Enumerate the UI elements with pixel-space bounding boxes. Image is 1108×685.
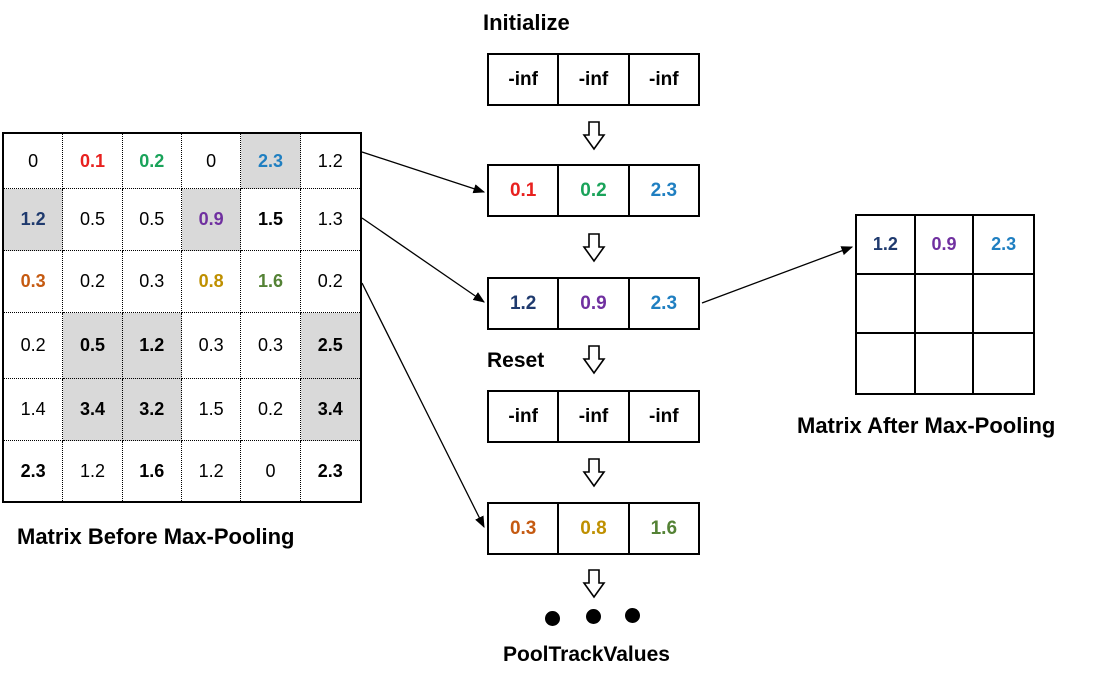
ellipsis-dot [545,611,560,626]
matrix-before-cell: 3.4 [63,379,123,441]
pool-track-cell: -inf [649,68,679,90]
matrix-before-cell: 0.5 [122,189,182,251]
matrix-before-cell: 1.5 [181,379,242,441]
arrow-row2-to-step2 [361,217,485,303]
pool-track-cell: 1.2 [489,279,560,328]
ellipsis-dot [586,609,601,624]
matrix-before-cell: 0.2 [122,134,182,189]
pool-track-cell: 0.9 [559,279,630,328]
matrix-before-cell: 2.3 [317,460,343,481]
matrix-after-label: Matrix After Max-Pooling [797,413,1056,438]
pool-track-cell: -inf [649,405,679,427]
matrix-before-cell: 1.2 [300,134,360,189]
matrix-before-cell: 0.8 [181,251,242,313]
pool-track-cell: -inf [489,55,560,104]
down-arrow-icon [582,569,606,599]
matrix-before-cell: 0.2 [241,379,301,441]
matrix-before-cell: 0.5 [63,313,123,379]
matrix-before-cell: 0.2 [63,251,123,313]
initialize-label: Initialize [483,10,570,35]
matrix-before-cell: 0.5 [63,189,123,251]
down-arrow-icon [582,345,606,375]
down-arrow-icon [582,233,606,263]
matrix-before-cell: 3.4 [300,379,360,441]
arrow-step2-to-result [701,246,854,304]
matrix-before-cell: 0 [4,134,64,189]
matrix-before-label: Matrix Before Max-Pooling [17,524,295,549]
pool-track-cell: 0.8 [559,504,630,553]
matrix-before-cell: 1.2 [122,313,182,379]
matrix-before-cell: 0.3 [181,313,242,379]
pool-track-cell: 2.3 [650,292,678,314]
matrix-before-cell: 0 [241,441,301,501]
pool-track-cell: -inf [489,392,560,441]
matrix-before-cell: 3.2 [122,379,182,441]
pool-track-cell: -inf [559,392,630,441]
matrix-before-cell: 1.4 [4,379,64,441]
matrix-before-cell: 1.6 [123,441,182,501]
pool-track-cell: 1.6 [650,517,678,539]
matrix-before-cell: 1.2 [4,189,64,251]
matrix-before-cell: 1.2 [63,441,123,501]
arrow-row1-to-step1 [361,151,486,194]
pool-track-cell: 0.3 [489,504,560,553]
matrix-after-cell [974,275,1033,334]
matrix-before-cell: 0.3 [241,313,301,379]
matrix-before-cell: 0 [181,134,242,189]
matrix-after-cell [857,275,916,334]
matrix-after-cell [916,334,975,393]
down-arrow-icon [582,121,606,151]
pool-track-initial: -inf-inf-inf [487,53,700,106]
matrix-after-cell: 2.3 [974,216,1033,275]
pool-track-cell: 2.3 [650,179,678,201]
matrix-after-cell [857,334,916,393]
pool-track-cell: 0.2 [559,166,630,215]
pool-track-cell: -inf [559,55,630,104]
matrix-before-cell: 1.3 [300,189,360,251]
matrix-after-cell: 1.2 [857,216,916,275]
matrix-after-cell [915,275,975,334]
matrix-before-cell: 1.6 [241,251,301,313]
reset-label: Reset [487,349,545,372]
matrix-before-cell: 0.3 [4,251,64,313]
matrix-before-cell: 1.2 [182,441,242,501]
matrix-after-cell [974,334,1033,393]
matrix-after-cell: 0.9 [915,216,975,275]
pool-track-reset: -inf-inf-inf [487,390,700,443]
matrix-before-cell: 0.9 [181,189,242,251]
arrow-row3-to-step3 [361,282,485,529]
matrix-before-cell: 0.2 [4,313,64,379]
pool-track-cell: 0.1 [489,166,560,215]
matrix-before-cell: 1.5 [241,189,301,251]
down-arrow-icon [582,458,606,488]
matrix-before-cell: 2.5 [300,313,360,379]
matrix-before-cell: 0.1 [63,134,123,189]
matrix-before-cell: 0.2 [300,251,360,313]
pooltrack-values-label: PoolTrackValues [503,643,670,666]
matrix-before-cell: 2.3 [4,441,64,501]
matrix-before-cell: 2.3 [241,134,301,189]
ellipsis-dot [625,608,640,623]
matrix-before-cell: 0.3 [122,251,182,313]
